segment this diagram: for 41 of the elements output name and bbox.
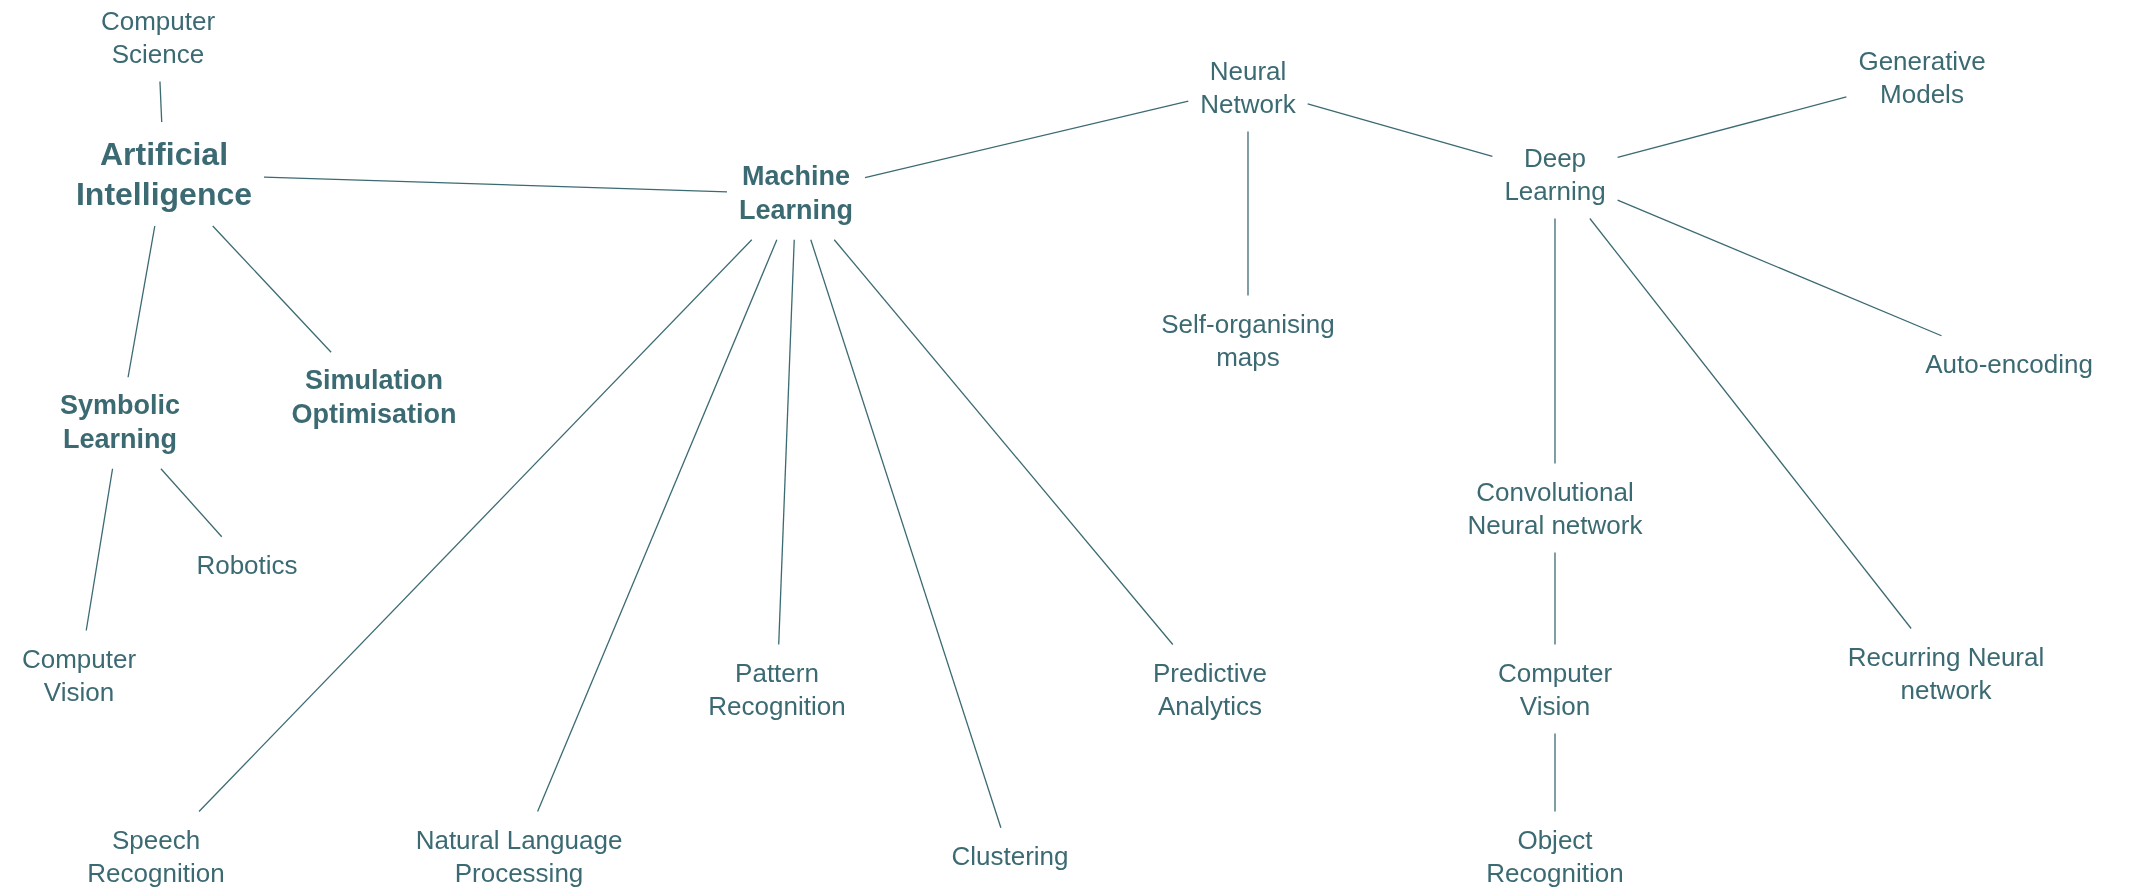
topic-label: Clustering <box>951 839 1069 873</box>
connector-line <box>263 176 728 193</box>
topic-label: Generative Models <box>1857 44 1987 110</box>
connector-line <box>778 239 795 646</box>
topic-label: Self-organising maps <box>1160 307 1336 373</box>
topic-label: Object Recognition <box>1485 823 1625 889</box>
topic-label: Predictive Analytics <box>1151 656 1269 722</box>
topic-label: Speech Recognition <box>86 823 226 889</box>
topic-label: Robotics <box>196 548 298 582</box>
connector-line <box>1247 130 1249 297</box>
topic-label: Machine Learning <box>738 160 854 227</box>
topic-label: Neural Network <box>1199 54 1297 120</box>
connector-line <box>833 239 1174 646</box>
connector-line <box>1589 217 1912 630</box>
topic-label: Convolutional Neural network <box>1466 475 1644 541</box>
topic-label: Deep Learning <box>1503 141 1607 207</box>
connector-line <box>1554 732 1556 813</box>
connector-line <box>864 100 1189 179</box>
connector-line <box>198 239 753 813</box>
topic-label: Auto-encoding <box>1925 347 2093 381</box>
connector-line <box>1616 96 1848 159</box>
topic-label: Computer Science <box>99 4 217 70</box>
connector-line <box>1616 199 1943 337</box>
connector-line <box>1307 103 1494 157</box>
connector-line <box>160 468 223 538</box>
topic-label: Natural Language Processing <box>414 823 624 889</box>
topic-label: Symbolic Learning <box>58 389 181 456</box>
connector-line <box>810 239 1002 829</box>
topic-label: Computer Vision <box>1496 656 1614 722</box>
connector-line <box>1554 551 1556 646</box>
topic-label: Recurring Neural network <box>1846 640 2046 706</box>
topic-label: Pattern Recognition <box>707 656 847 722</box>
connector-line <box>536 239 778 813</box>
connector-line <box>127 225 156 378</box>
connector-line <box>85 468 114 632</box>
topic-label: Simulation Optimisation <box>290 364 458 431</box>
connector-line <box>159 80 163 123</box>
topic-label: Computer Vision <box>20 642 138 708</box>
connector-line <box>1554 217 1556 465</box>
topic-label: Artificial Intelligence <box>74 135 253 214</box>
connector-line <box>212 225 332 353</box>
